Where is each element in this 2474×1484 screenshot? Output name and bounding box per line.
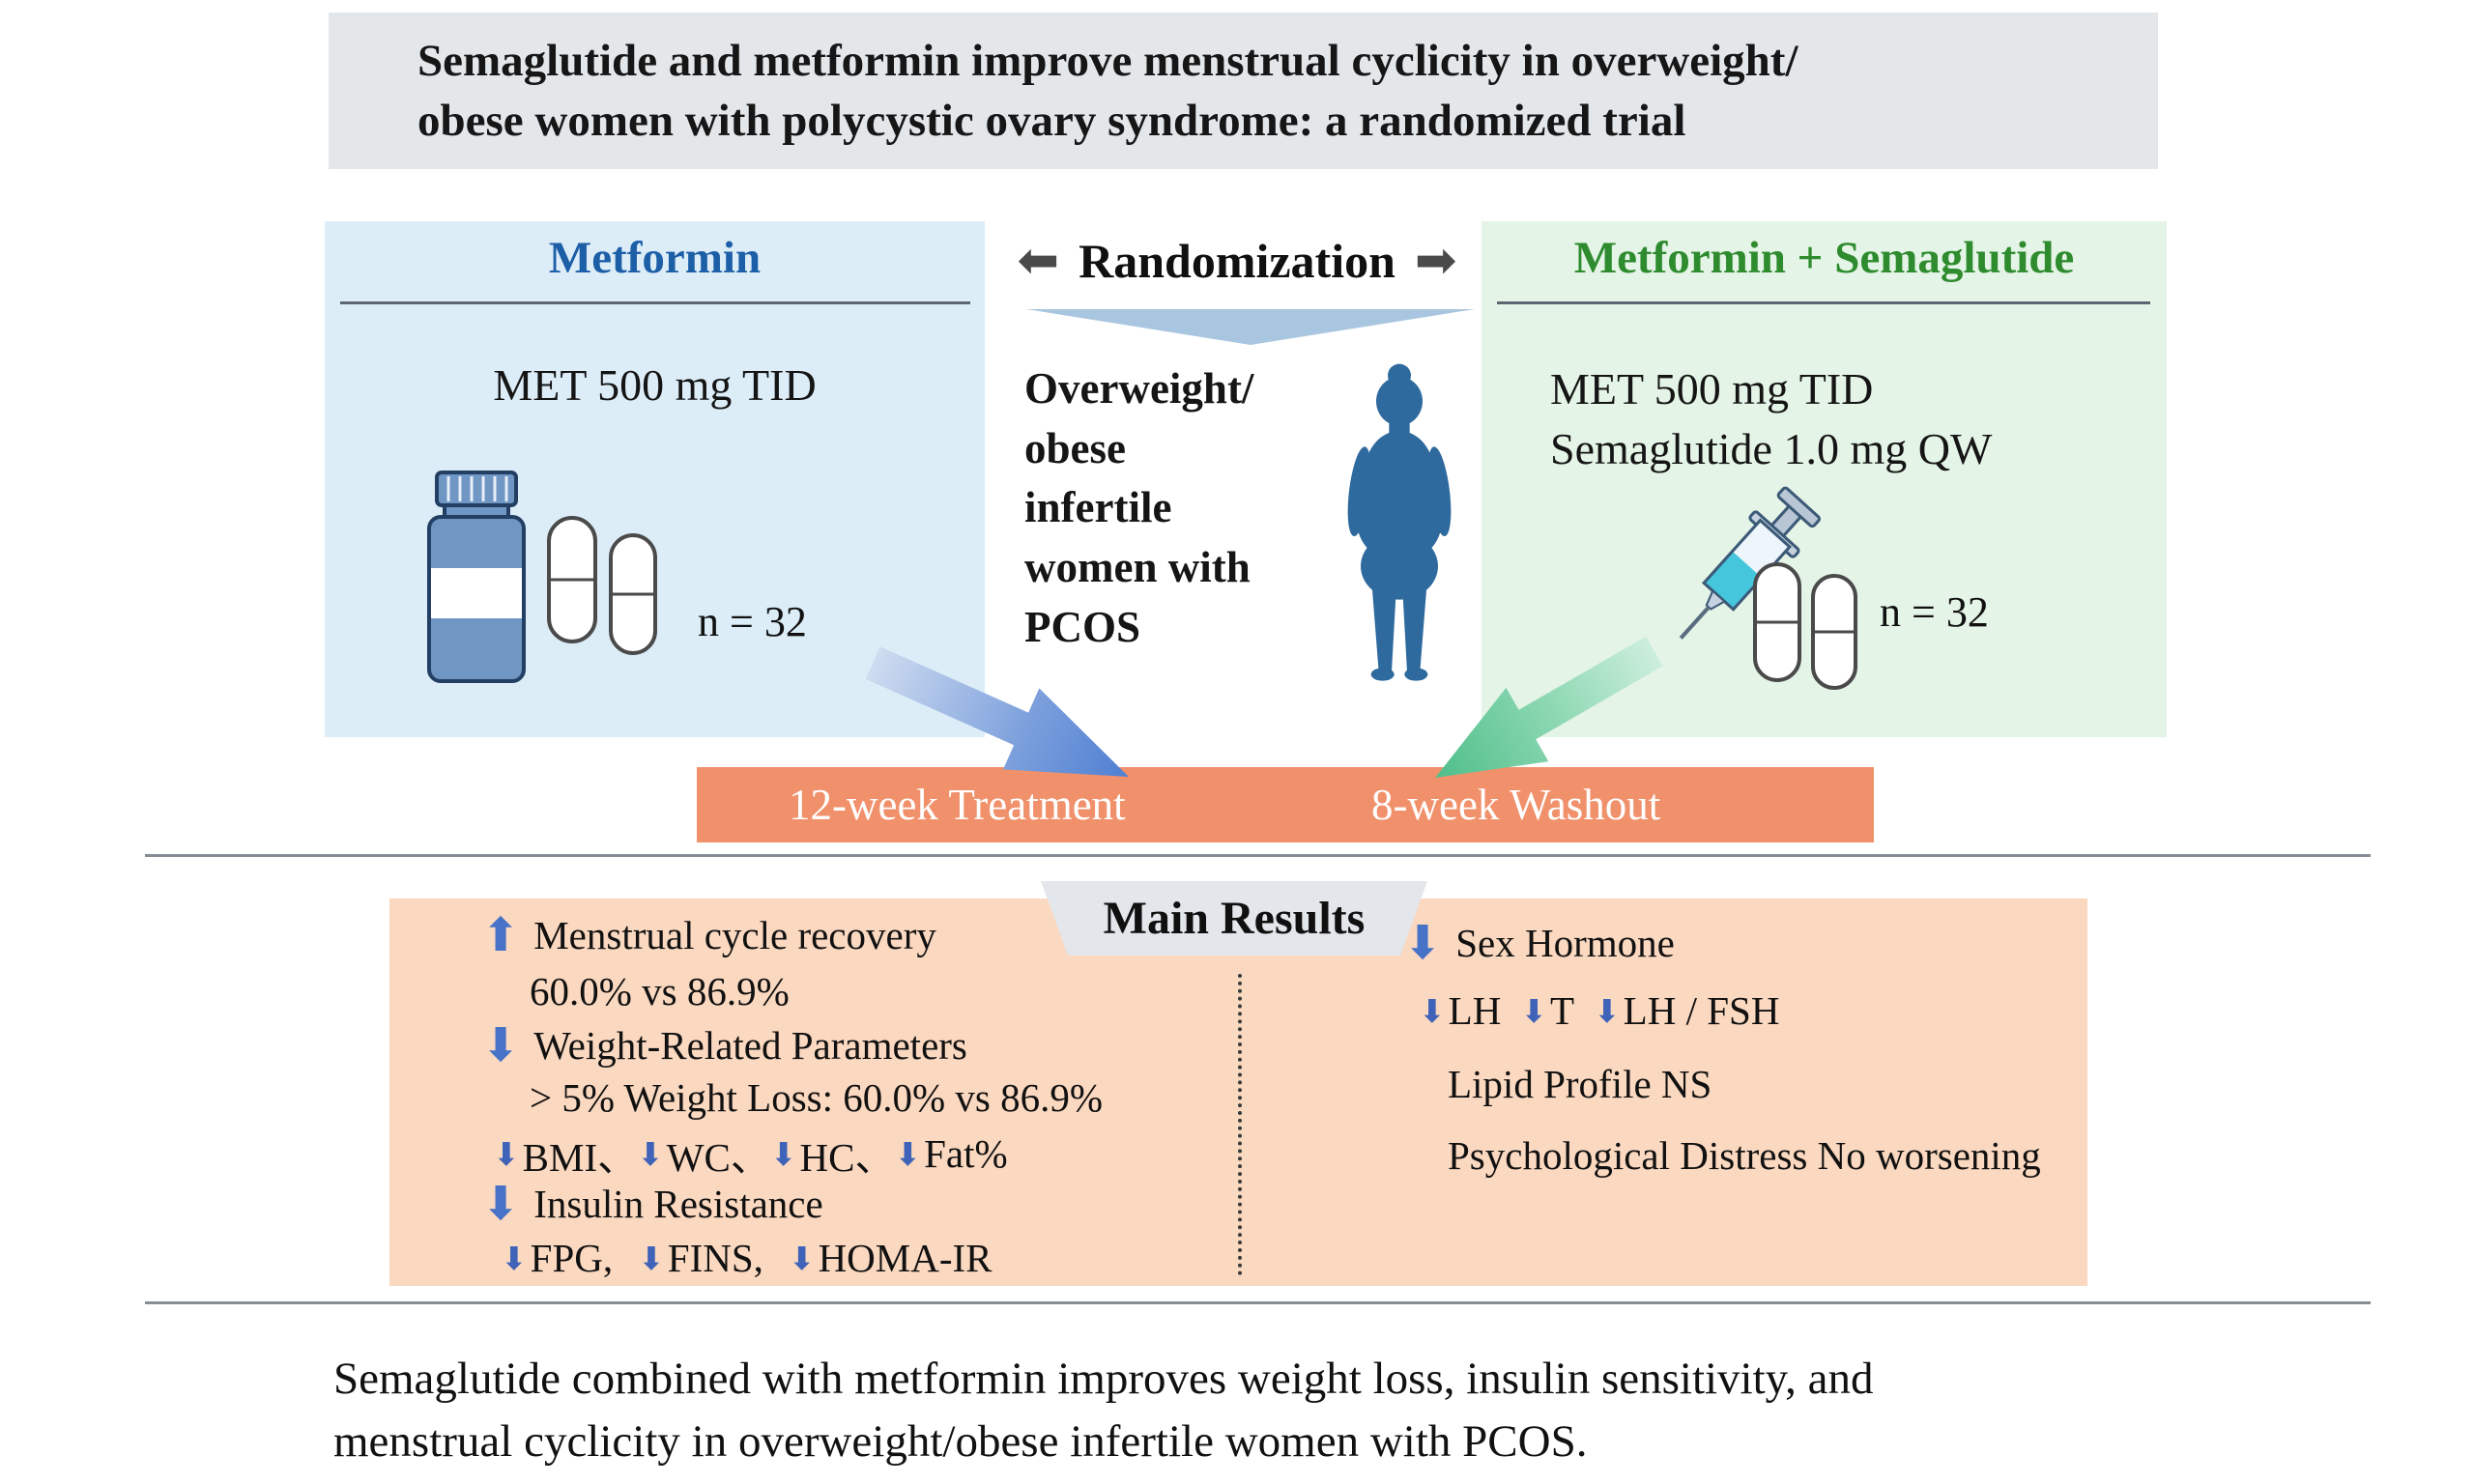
title-banner: Semaglutide and metformin improve menstr…: [329, 13, 2158, 169]
pill-bottle-shapes: [427, 471, 526, 683]
metformin-n: n = 32: [698, 598, 807, 645]
metformin-heading-rule: [340, 301, 970, 304]
syringe-shapes: [1679, 486, 1822, 640]
syringe-icon: [1679, 486, 1822, 640]
population-description: Overweight/ obese infertile women with P…: [1024, 364, 1254, 651]
sex-hormone-result: ⬇ Sex Hormone: [1403, 920, 1675, 966]
weight-sub-bmi: BMI、: [522, 1135, 638, 1180]
woman-silhouette-icon: [1347, 363, 1452, 681]
paper-title: Semaglutide and metformin improve menstr…: [417, 35, 1798, 146]
down-arrow-icon: ⬇: [481, 1018, 521, 1072]
down-arrow-icon: ⬇: [1594, 991, 1621, 1030]
down-arrow-icon: ⬇: [1520, 991, 1547, 1030]
randomization-label: Randomization: [1079, 234, 1395, 288]
hormone-sub-lh: LH: [1448, 988, 1502, 1033]
left-block-arrow-icon: ⬅: [1017, 232, 1060, 290]
insulin-sub-fins: FINS,: [667, 1236, 763, 1280]
capsule-shapes: [1753, 562, 1857, 690]
conclusion-text: Semaglutide combined with metformin impr…: [333, 1354, 1874, 1467]
down-arrow-icon: ⬇: [481, 1177, 521, 1231]
insulin-sub-fpg: FPG,: [530, 1236, 614, 1280]
weight-result-title: Weight-Related Parameters: [533, 1023, 967, 1068]
down-arrow-icon: ⬇: [638, 1239, 665, 1277]
insulin-sub-homa: HOMA-IR: [818, 1236, 992, 1280]
washout-phase-label: 8-week Washout: [1371, 781, 1661, 829]
weight-sub-hc: HC、: [799, 1135, 895, 1180]
randomization-header: ⬅ Randomization ➡: [966, 230, 1508, 292]
menstrual-result: ⬆ Menstrual cycle recovery: [481, 912, 936, 958]
down-arrow-icon: ⬇: [788, 1239, 816, 1277]
sex-hormone-title: Sex Hormone: [1455, 921, 1675, 965]
weight-sub-parameters: ⬇BMI、 ⬇WC、 ⬇HC、 ⬇Fat%: [493, 1125, 1008, 1183]
combo-heading-rule: [1497, 301, 2150, 304]
menstrual-result-title: Menstrual cycle recovery: [533, 913, 936, 957]
down-arrow-icon: ⬇: [501, 1239, 528, 1277]
down-arrow-icon: ⬇: [493, 1134, 520, 1173]
combo-n: n = 32: [1880, 588, 1989, 636]
right-block-arrow-icon: ➡: [1414, 232, 1457, 290]
section-divider-bottom: [145, 1301, 2371, 1304]
down-arrow-icon: ⬇: [769, 1134, 797, 1173]
woman-silhouette-shapes: [1347, 363, 1452, 681]
psych-result: Psychological Distress No worsening: [1448, 1133, 2041, 1178]
combo-regimen: MET 500 mg TID Semaglutide 1.0 mg QW: [1550, 364, 1993, 473]
menstrual-result-detail: 60.0% vs 86.9%: [530, 969, 790, 1013]
down-arrow-icon: ⬇: [1419, 991, 1446, 1030]
lipid-result: Lipid Profile NS: [1448, 1062, 1712, 1106]
up-arrow-icon: ⬆: [481, 908, 521, 962]
combo-heading: Metformin + Semaglutide: [1573, 233, 2075, 283]
hormone-sub-t: T: [1549, 988, 1575, 1033]
weight-sub-wc: WC、: [666, 1135, 770, 1180]
weight-result-detail: > 5% Weight Loss: 60.0% vs 86.9%: [530, 1075, 1104, 1120]
capsules-icon: [1753, 562, 1857, 690]
results-column-divider: [1238, 974, 1242, 1275]
weight-result: ⬇ Weight-Related Parameters: [481, 1022, 967, 1069]
capsule-shapes: [547, 516, 657, 655]
treatment-phase-label: 12-week Treatment: [789, 781, 1126, 829]
insulin-result: ⬇ Insulin Resistance: [481, 1181, 823, 1227]
main-results-heading: Main Results: [1103, 893, 1366, 944]
insulin-result-title: Insulin Resistance: [533, 1182, 823, 1226]
hormone-sub-parameters: ⬇LH ⬇T ⬇LH / FSH: [1419, 987, 1779, 1034]
timeline-banner: 12-week Treatment 8-week Washout: [697, 767, 1874, 842]
weight-sub-fat: Fat%: [924, 1131, 1008, 1176]
metformin-heading: Metformin: [548, 233, 762, 283]
down-arrow-icon: ⬇: [894, 1134, 922, 1173]
main-results-plaque: Main Results: [1041, 881, 1427, 956]
hormone-sub-lh-fsh: LH / FSH: [1623, 988, 1780, 1033]
section-divider-top: [145, 854, 2371, 857]
pill-bottle-icon: [427, 471, 526, 683]
metformin-regimen: MET 500 mg TID: [493, 360, 817, 410]
down-arrow-icon: ⬇: [637, 1134, 664, 1173]
capsules-icon: [547, 516, 657, 655]
insulin-sub-parameters: ⬇FPG, ⬇FINS, ⬇HOMA-IR: [501, 1235, 992, 1281]
